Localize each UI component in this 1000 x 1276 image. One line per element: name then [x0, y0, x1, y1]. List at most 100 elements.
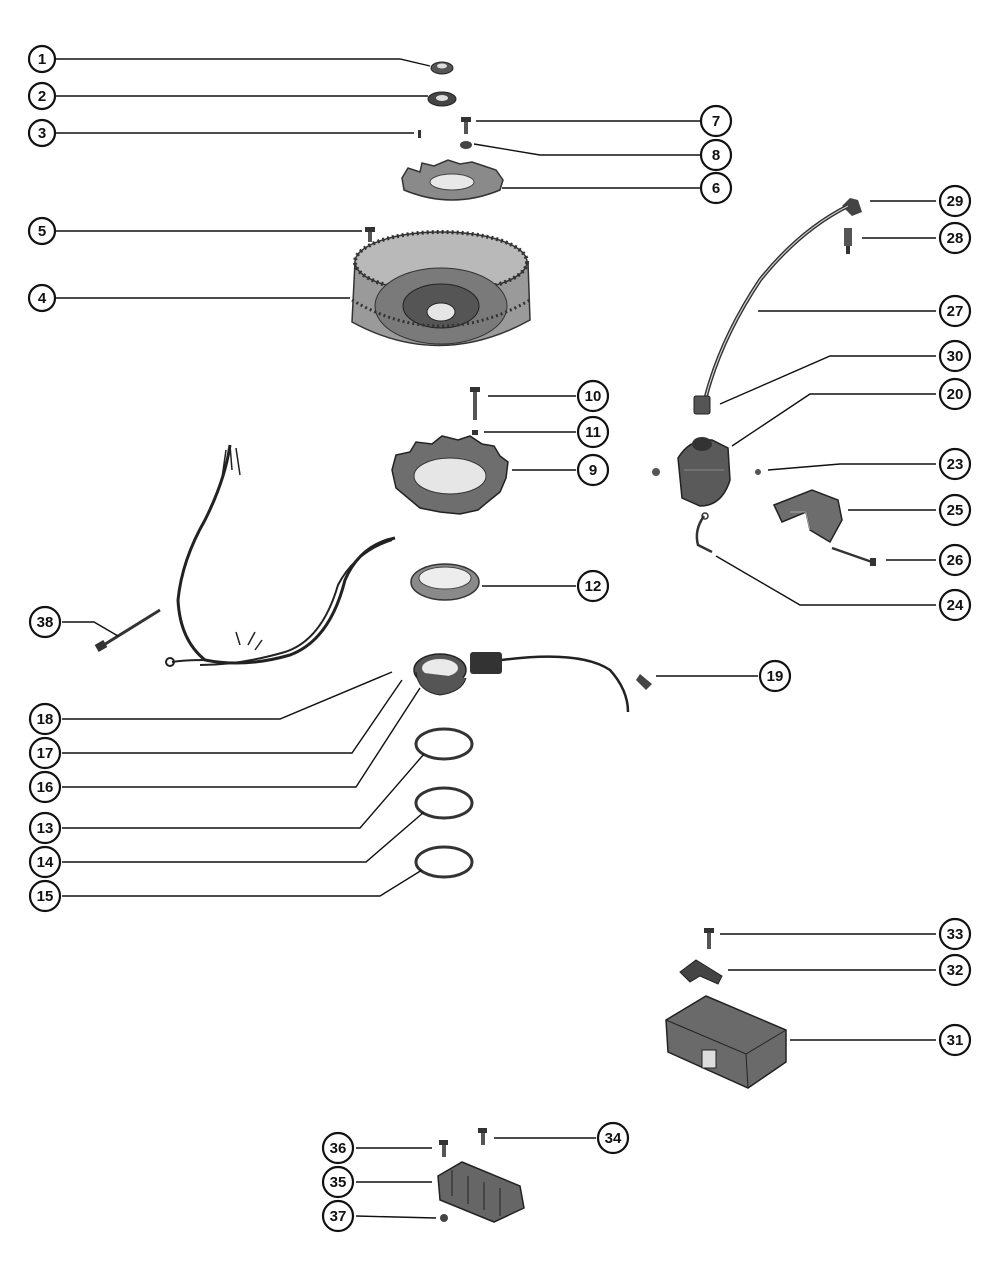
leader-13: [62, 753, 425, 829]
flywheel-washer: [427, 91, 457, 107]
rectifier-screw-34: [478, 1128, 487, 1145]
ignition-coil: [677, 437, 731, 507]
harness-bolt: [94, 608, 161, 652]
high-tension-lead: [693, 198, 862, 415]
ring-13: [414, 727, 474, 761]
svg-text:35: 35: [330, 1174, 347, 1191]
leader-20: [731, 393, 936, 447]
svg-text:9: 9: [589, 462, 597, 479]
leader-17: [62, 679, 403, 754]
ground-wire: [695, 512, 713, 554]
rectifier-screw-36: [439, 1140, 448, 1157]
callout-34: 34: [596, 1121, 630, 1155]
svg-text:28: 28: [947, 230, 964, 247]
callout-30: 30: [938, 339, 972, 373]
leader-14: [62, 811, 425, 863]
svg-text:24: 24: [947, 597, 964, 614]
svg-text:7: 7: [712, 113, 720, 130]
leader-38: [62, 621, 119, 637]
stator: [391, 435, 509, 515]
callout-6: 6: [699, 171, 733, 205]
callout-33: 33: [938, 917, 972, 951]
stator-harness: [165, 444, 396, 667]
svg-text:16: 16: [37, 779, 54, 796]
svg-text:4: 4: [38, 290, 47, 307]
callout-37: 37: [321, 1199, 355, 1233]
coil-cover: [772, 489, 843, 544]
svg-text:31: 31: [947, 1032, 964, 1049]
svg-text:1: 1: [38, 51, 46, 68]
callout-36: 36: [321, 1131, 355, 1165]
callout-3: 3: [27, 118, 57, 148]
svg-text:26: 26: [947, 552, 964, 569]
stator-retainer-ring: [410, 563, 480, 601]
callout-27: 27: [938, 294, 972, 328]
svg-text:6: 6: [712, 180, 720, 197]
callout-13: 13: [28, 811, 62, 845]
leader-24: [715, 555, 936, 606]
cup-screw: [461, 117, 471, 134]
callouts-layer: 1 2 3 4 5 6 7 8 9 10 11 12 13 14 15 16 1…: [27, 44, 972, 1233]
cover-screw: [831, 546, 876, 566]
coil-nut: [652, 468, 660, 476]
stator-washer: [472, 430, 478, 435]
svg-text:2: 2: [38, 88, 46, 105]
spark-plug-terminal: [844, 228, 852, 254]
svg-text:20: 20: [947, 386, 964, 403]
callout-15: 15: [28, 879, 62, 913]
parts-layer: [94, 61, 876, 1223]
callout-1: 1: [27, 44, 57, 74]
leader-30: [719, 355, 936, 405]
callout-5: 5: [27, 216, 57, 246]
coil-nut-23: [755, 469, 761, 475]
svg-text:18: 18: [37, 711, 54, 728]
svg-text:25: 25: [947, 502, 964, 519]
trigger-clip: [636, 674, 652, 690]
callout-29: 29: [938, 184, 972, 218]
flywheel-nut: [430, 61, 454, 75]
leader-23: [767, 463, 936, 471]
leader-1: [56, 58, 431, 67]
callout-10: 10: [576, 379, 610, 413]
callout-12: 12: [576, 569, 610, 603]
leader-8: [473, 143, 700, 156]
callout-26: 26: [938, 543, 972, 577]
svg-text:13: 13: [37, 820, 54, 837]
svg-text:17: 17: [37, 745, 54, 762]
callout-16: 16: [28, 770, 62, 804]
callout-20: 20: [938, 377, 972, 411]
svg-text:3: 3: [38, 125, 46, 142]
svg-text:23: 23: [947, 456, 964, 473]
flywheel: [351, 230, 531, 347]
svg-text:38: 38: [37, 614, 54, 631]
flywheel-screw: [365, 227, 375, 242]
svg-text:37: 37: [330, 1208, 347, 1225]
svg-text:14: 14: [37, 854, 54, 871]
callout-38: 38: [28, 605, 62, 639]
rectifier: [437, 1161, 525, 1223]
flywheel-cup: [401, 159, 504, 201]
switch-box: [665, 995, 787, 1089]
ring-14: [414, 786, 474, 820]
svg-text:5: 5: [38, 223, 46, 240]
leader-15: [62, 869, 423, 897]
rectifier-nut: [440, 1214, 448, 1222]
callout-9: 9: [576, 453, 610, 487]
pack-screw: [704, 928, 714, 949]
callout-8: 8: [699, 138, 733, 172]
svg-text:30: 30: [947, 348, 964, 365]
svg-text:36: 36: [330, 1140, 347, 1157]
callout-4: 4: [27, 283, 57, 313]
callout-14: 14: [28, 845, 62, 879]
svg-text:27: 27: [947, 303, 964, 320]
svg-text:15: 15: [37, 888, 54, 905]
callout-11: 11: [576, 415, 610, 449]
callout-2: 2: [27, 81, 57, 111]
leader-37: [355, 1215, 437, 1219]
cup-washer: [460, 141, 472, 149]
leader-18: [62, 671, 393, 720]
callout-35: 35: [321, 1165, 355, 1199]
callout-18: 18: [28, 702, 62, 736]
flywheel-key: [418, 130, 421, 138]
